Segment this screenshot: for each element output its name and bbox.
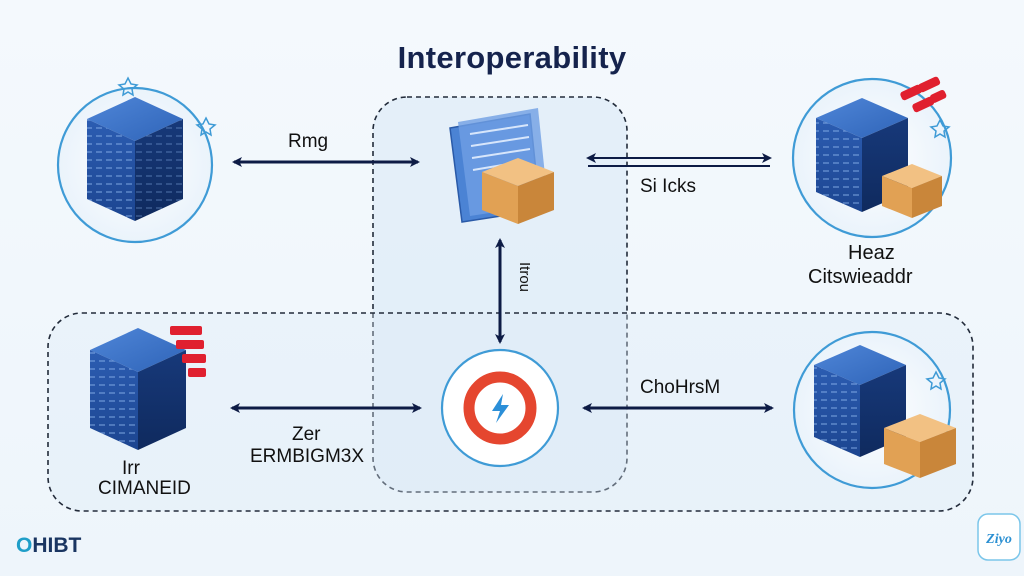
diagram-title: Interoperability: [397, 40, 627, 75]
label-bottom-right-arrow: ChoHrsM: [640, 377, 721, 398]
label-bottom-left-node-1: Irr: [122, 458, 140, 479]
node-top-left: [56, 76, 217, 244]
blockchain-cube-icon: [816, 98, 908, 212]
blockchain-cube-icon: [814, 345, 906, 457]
label-top-right-node-2: Citswieaddr: [808, 266, 913, 288]
label-bottom-left-node-2: CIMANEID: [98, 478, 191, 499]
label-bottom-left-arrow-2: ERMBIGM3X: [250, 446, 365, 467]
link-chain-icon: [170, 326, 206, 377]
package-box-icon: [882, 164, 942, 218]
corner-badge: Ziyo: [977, 513, 1021, 561]
arrow-top-right: [586, 153, 772, 167]
node-bottom-left: [90, 326, 206, 450]
badge-text: Ziyo: [985, 532, 1012, 547]
brand-logo: OHIBT: [16, 534, 81, 558]
label-top-right-node-1: Heaz: [848, 242, 895, 264]
blockchain-cube-icon: [87, 97, 183, 221]
blockchain-cube-icon: [90, 328, 186, 450]
label-bottom-left-arrow-1: Zer: [292, 424, 321, 445]
label-top-right-arrow: Si Icks: [640, 176, 696, 197]
node-top-right: [791, 76, 953, 239]
label-vertical-arrow: Itrou: [516, 262, 533, 293]
lightning-ring-icon: [440, 348, 560, 468]
link-chain-icon: [900, 76, 947, 113]
package-box-icon: [884, 414, 956, 478]
brand-name: HIBT: [32, 534, 82, 557]
node-bottom-right: [792, 330, 956, 490]
label-top-left-arrow: Rmg: [288, 131, 329, 152]
brand-prefix: O: [16, 534, 33, 557]
document-box-icon: [449, 108, 554, 224]
